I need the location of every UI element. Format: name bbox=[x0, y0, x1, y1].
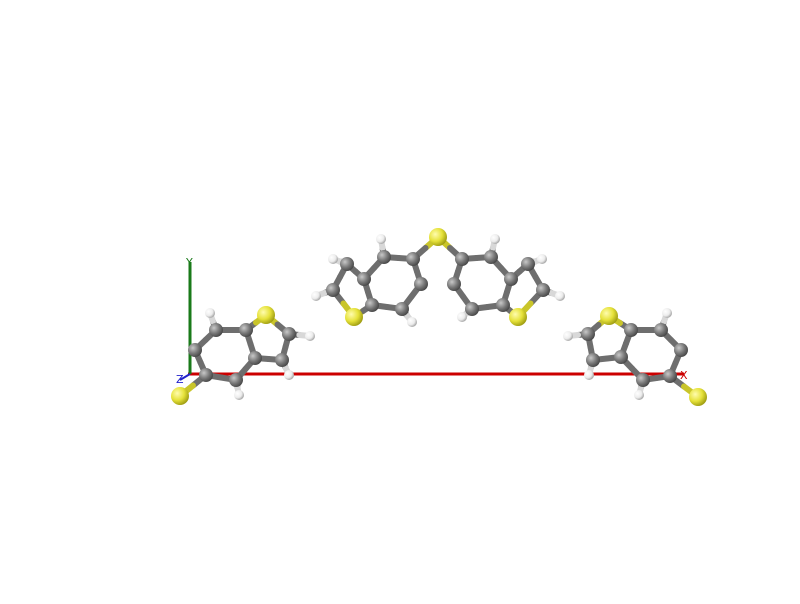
carbon-atom-36 bbox=[199, 368, 213, 382]
hydrogen-atom-31 bbox=[284, 370, 294, 380]
hydrogen-atom-20 bbox=[457, 312, 467, 322]
carbon-atom-3 bbox=[377, 250, 391, 264]
sulfur-atom-41 bbox=[600, 307, 618, 325]
axes: X Y Z bbox=[176, 256, 688, 386]
carbon-atom-1 bbox=[406, 252, 420, 266]
hydrogen-atom-2 bbox=[376, 234, 386, 244]
hydrogen-atom-39 bbox=[205, 308, 215, 318]
carbon-atom-48 bbox=[636, 373, 650, 387]
carbon-atom-17 bbox=[504, 272, 518, 286]
carbon-atom-50 bbox=[663, 369, 677, 383]
carbon-atom-11 bbox=[326, 283, 340, 297]
carbon-atom-47 bbox=[614, 350, 628, 364]
z-axis-line bbox=[179, 373, 191, 381]
carbon-atom-22 bbox=[521, 257, 535, 271]
sulfur-atom-54 bbox=[689, 388, 707, 406]
hydrogen-atom-15 bbox=[490, 234, 500, 244]
carbon-atom-4 bbox=[357, 272, 371, 286]
carbon-atom-44 bbox=[586, 353, 600, 367]
atoms bbox=[171, 228, 707, 406]
hydrogen-atom-12 bbox=[311, 291, 321, 301]
sulfur-atom-40 bbox=[171, 387, 189, 405]
hydrogen-atom-7 bbox=[407, 317, 417, 327]
sulfur-atom-27 bbox=[257, 306, 275, 324]
hydrogen-atom-49 bbox=[634, 390, 644, 400]
sulfur-atom-13 bbox=[345, 308, 363, 326]
carbon-atom-33 bbox=[248, 351, 262, 365]
x-axis-label: X bbox=[680, 369, 688, 382]
carbon-atom-19 bbox=[465, 302, 479, 316]
sulfur-atom-0 bbox=[429, 228, 447, 246]
carbon-atom-21 bbox=[447, 277, 461, 291]
carbon-atom-46 bbox=[624, 323, 638, 337]
carbon-atom-28 bbox=[282, 327, 296, 341]
carbon-atom-37 bbox=[188, 343, 202, 357]
y-axis-label: Y bbox=[185, 256, 193, 269]
carbon-atom-51 bbox=[674, 343, 688, 357]
carbon-atom-9 bbox=[340, 257, 354, 271]
carbon-atom-14 bbox=[455, 252, 469, 266]
carbon-atom-34 bbox=[229, 373, 243, 387]
carbon-atom-8 bbox=[414, 277, 428, 291]
carbon-atom-18 bbox=[496, 298, 510, 312]
carbon-atom-32 bbox=[239, 323, 253, 337]
hydrogen-atom-29 bbox=[305, 331, 315, 341]
hydrogen-atom-43 bbox=[563, 331, 573, 341]
carbon-atom-16 bbox=[484, 250, 498, 264]
hydrogen-atom-10 bbox=[328, 254, 338, 264]
carbon-atom-5 bbox=[365, 298, 379, 312]
hydrogen-atom-35 bbox=[234, 390, 244, 400]
carbon-atom-38 bbox=[209, 323, 223, 337]
z-axis-label: Z bbox=[176, 373, 184, 386]
carbon-atom-52 bbox=[654, 323, 668, 337]
carbon-atom-6 bbox=[395, 302, 409, 316]
sulfur-atom-26 bbox=[509, 308, 527, 326]
carbon-atom-42 bbox=[581, 327, 595, 341]
hydrogen-atom-25 bbox=[555, 291, 565, 301]
hydrogen-atom-23 bbox=[537, 254, 547, 264]
hydrogen-atom-53 bbox=[662, 308, 672, 318]
hydrogen-atom-45 bbox=[584, 370, 594, 380]
carbon-atom-30 bbox=[275, 353, 289, 367]
carbon-atom-24 bbox=[536, 283, 550, 297]
